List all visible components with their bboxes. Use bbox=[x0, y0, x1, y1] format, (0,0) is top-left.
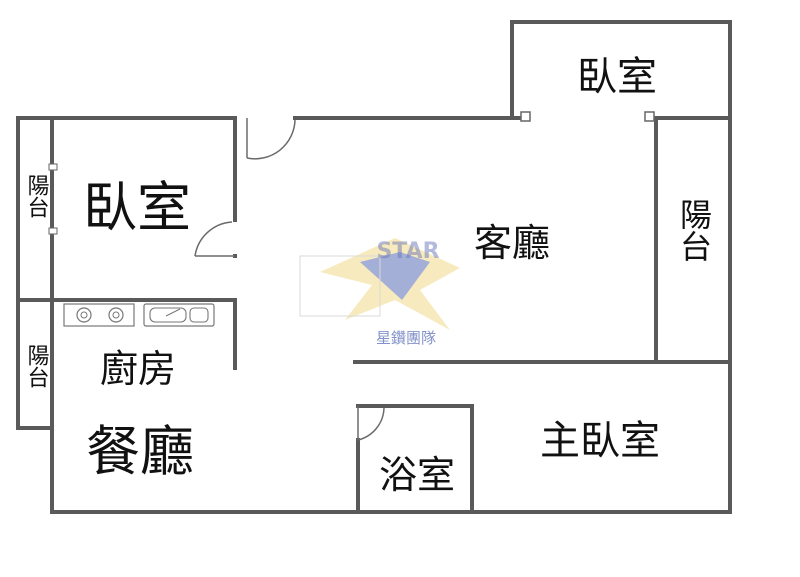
wall-markers bbox=[48, 111, 655, 235]
room-label-bedroom-left: 臥室 bbox=[83, 176, 191, 239]
room-label-balcony-right: 陽台 bbox=[675, 198, 713, 262]
walls bbox=[16, 20, 732, 514]
doors bbox=[194, 118, 385, 441]
sink-icon bbox=[143, 303, 215, 327]
stove-icon bbox=[63, 303, 135, 327]
room-label-bedroom-top-right: 臥室 bbox=[577, 54, 657, 100]
room-label-living-room: 客廳 bbox=[474, 221, 550, 265]
room-label-bathroom: 浴室 bbox=[379, 453, 455, 497]
room-label-balcony-left-top: 陽台 bbox=[24, 174, 49, 218]
watermark-text: 星鑽團隊 bbox=[376, 329, 436, 347]
room-label-master-bedroom: 主臥室 bbox=[540, 418, 660, 464]
watermark-logo-letters: STAR bbox=[376, 239, 439, 264]
watermark-logo bbox=[299, 238, 460, 330]
room-label-dining-room: 餐廳 bbox=[86, 420, 194, 483]
room-label-kitchen: 廚房 bbox=[100, 347, 176, 391]
room-label-balcony-left-bottom: 陽台 bbox=[24, 344, 49, 388]
